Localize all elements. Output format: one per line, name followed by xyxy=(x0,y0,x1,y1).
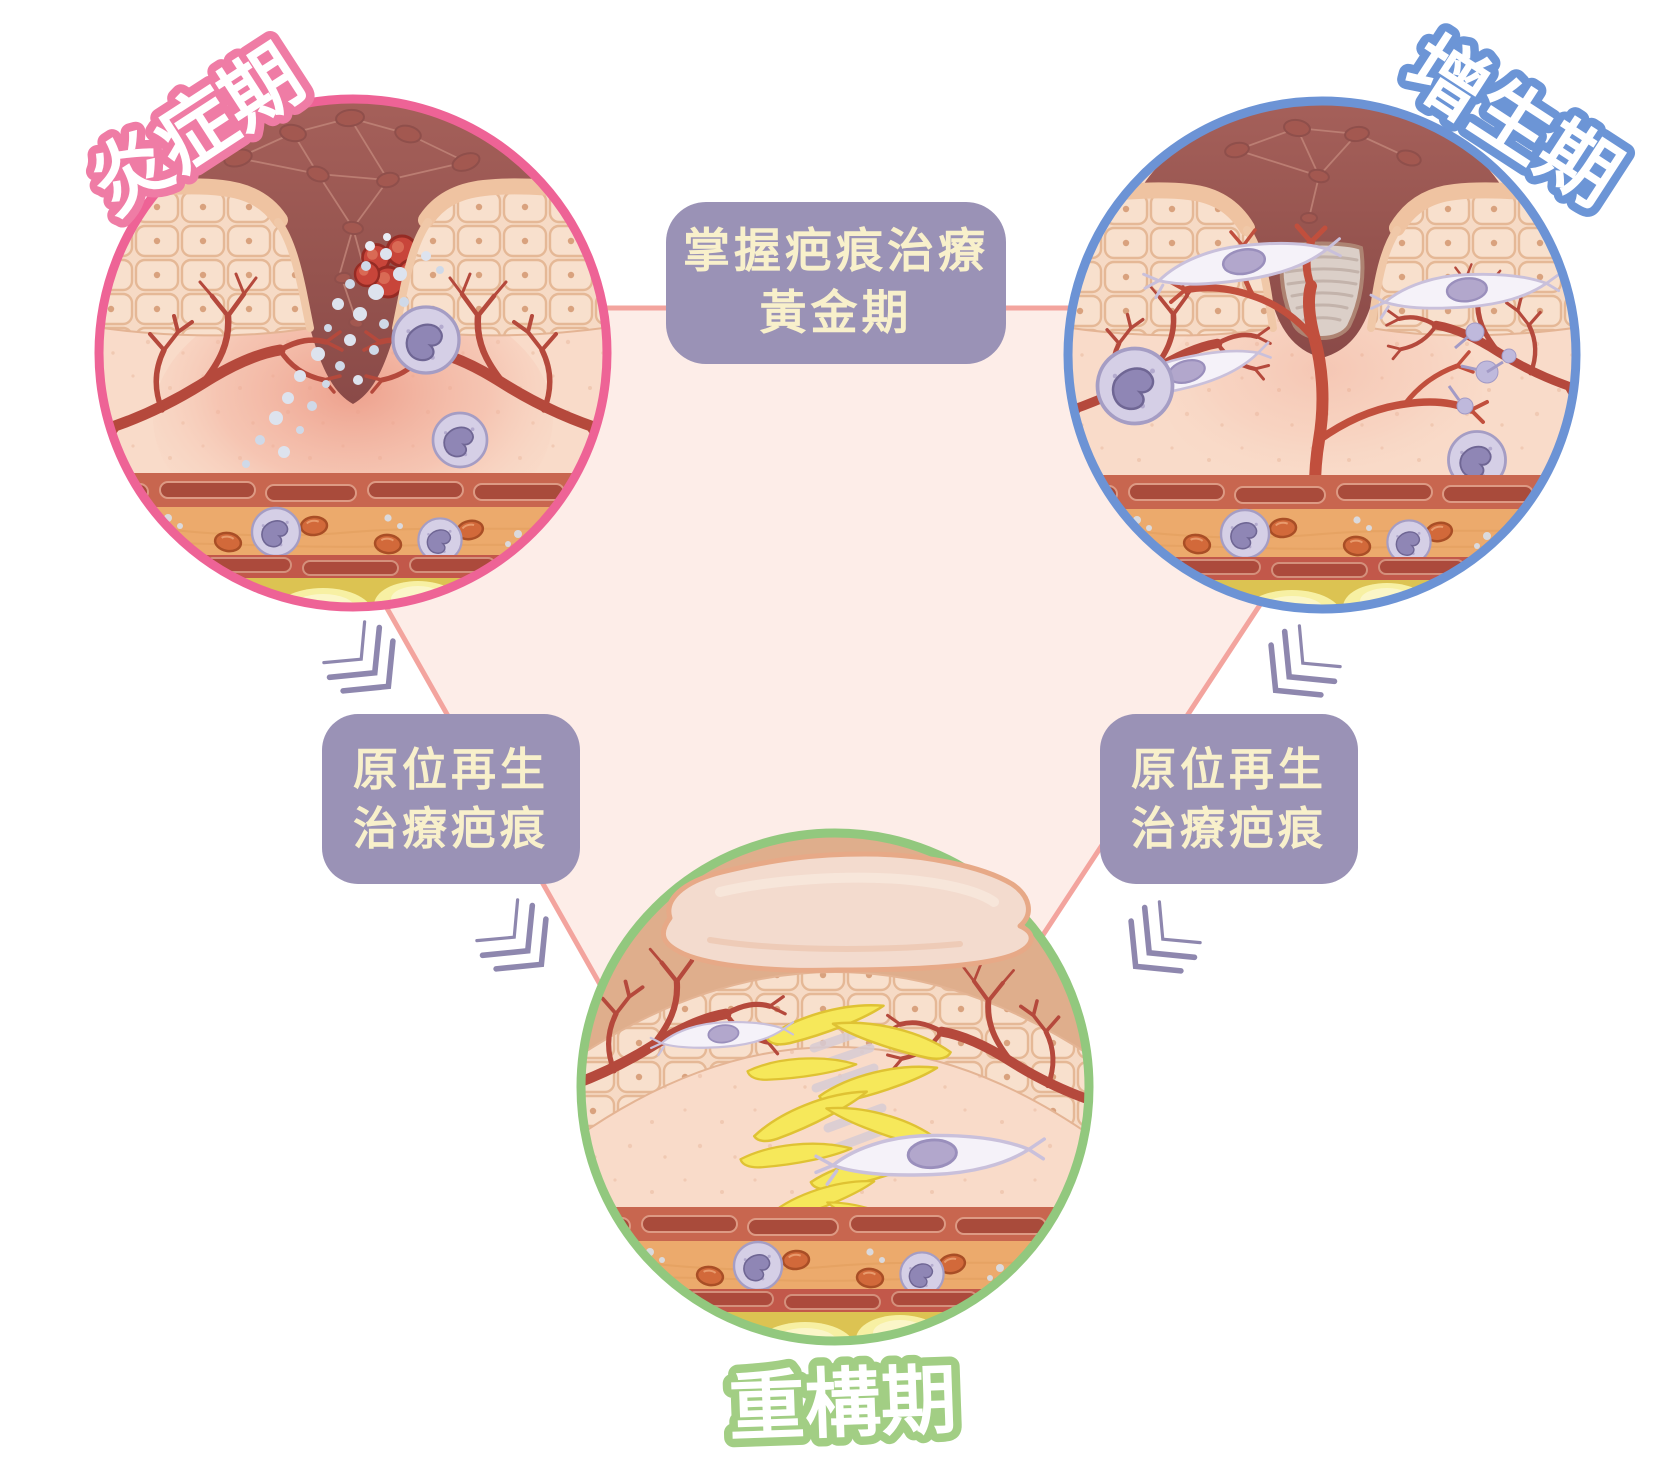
skin-wound-inflammation-illustration xyxy=(88,94,618,618)
inflammation-phase-label: 炎症期 xyxy=(65,21,327,241)
treatment-right-line1: 原位再生 xyxy=(1130,742,1327,796)
signal-particles xyxy=(224,248,444,578)
remodeling-phase-label: 重構期 xyxy=(719,1347,967,1460)
circle-border xyxy=(1063,96,1581,614)
fibrin-mesh xyxy=(1224,118,1422,224)
remodeling-phase-text: 重構期 xyxy=(727,1355,958,1452)
double-chevron-down-left-icon xyxy=(1268,624,1342,698)
inflammation-phase-text: 炎症期 xyxy=(74,30,319,233)
treatment-badge-left: 原位再生 治療疤痕 xyxy=(322,714,580,884)
capillary-buds xyxy=(1447,322,1517,415)
subcutaneous-layers xyxy=(88,473,618,618)
scar-crust xyxy=(660,851,1034,973)
wound-clot xyxy=(148,98,558,404)
treatment-left-line1: 原位再生 xyxy=(352,742,549,796)
treatment-right-line2: 治療疤痕 xyxy=(1130,802,1327,855)
proliferation-phase-text: 增生期 xyxy=(1390,21,1635,224)
golden-period-line1: 掌握疤痕治療 xyxy=(683,223,989,279)
fibrin-mesh xyxy=(223,108,481,329)
skin-scar-remodeling-illustration xyxy=(576,828,1094,1346)
circle-border xyxy=(94,94,612,612)
treatment-badge-right: 原位再生 治療疤痕 xyxy=(1100,714,1358,884)
golden-period-line2: 黃金期 xyxy=(759,286,913,341)
epidermis xyxy=(577,971,1093,1144)
granulation-tissue xyxy=(1279,241,1365,340)
treatment-left-line2: 治療疤痕 xyxy=(352,802,549,855)
proliferation-phase-label: 增生期 xyxy=(1381,12,1643,232)
double-chevron-down-right-icon xyxy=(322,620,396,694)
skin-wound-proliferation-illustration xyxy=(1057,96,1587,620)
subcutaneous-layers xyxy=(1057,475,1587,620)
circle-border xyxy=(576,828,1094,1346)
double-chevron-down-left-icon xyxy=(1128,900,1202,974)
golden-period-badge: 掌握疤痕治療 黃金期 xyxy=(666,202,1006,364)
double-chevron-down-right-icon xyxy=(475,898,549,972)
epidermis xyxy=(95,178,611,337)
